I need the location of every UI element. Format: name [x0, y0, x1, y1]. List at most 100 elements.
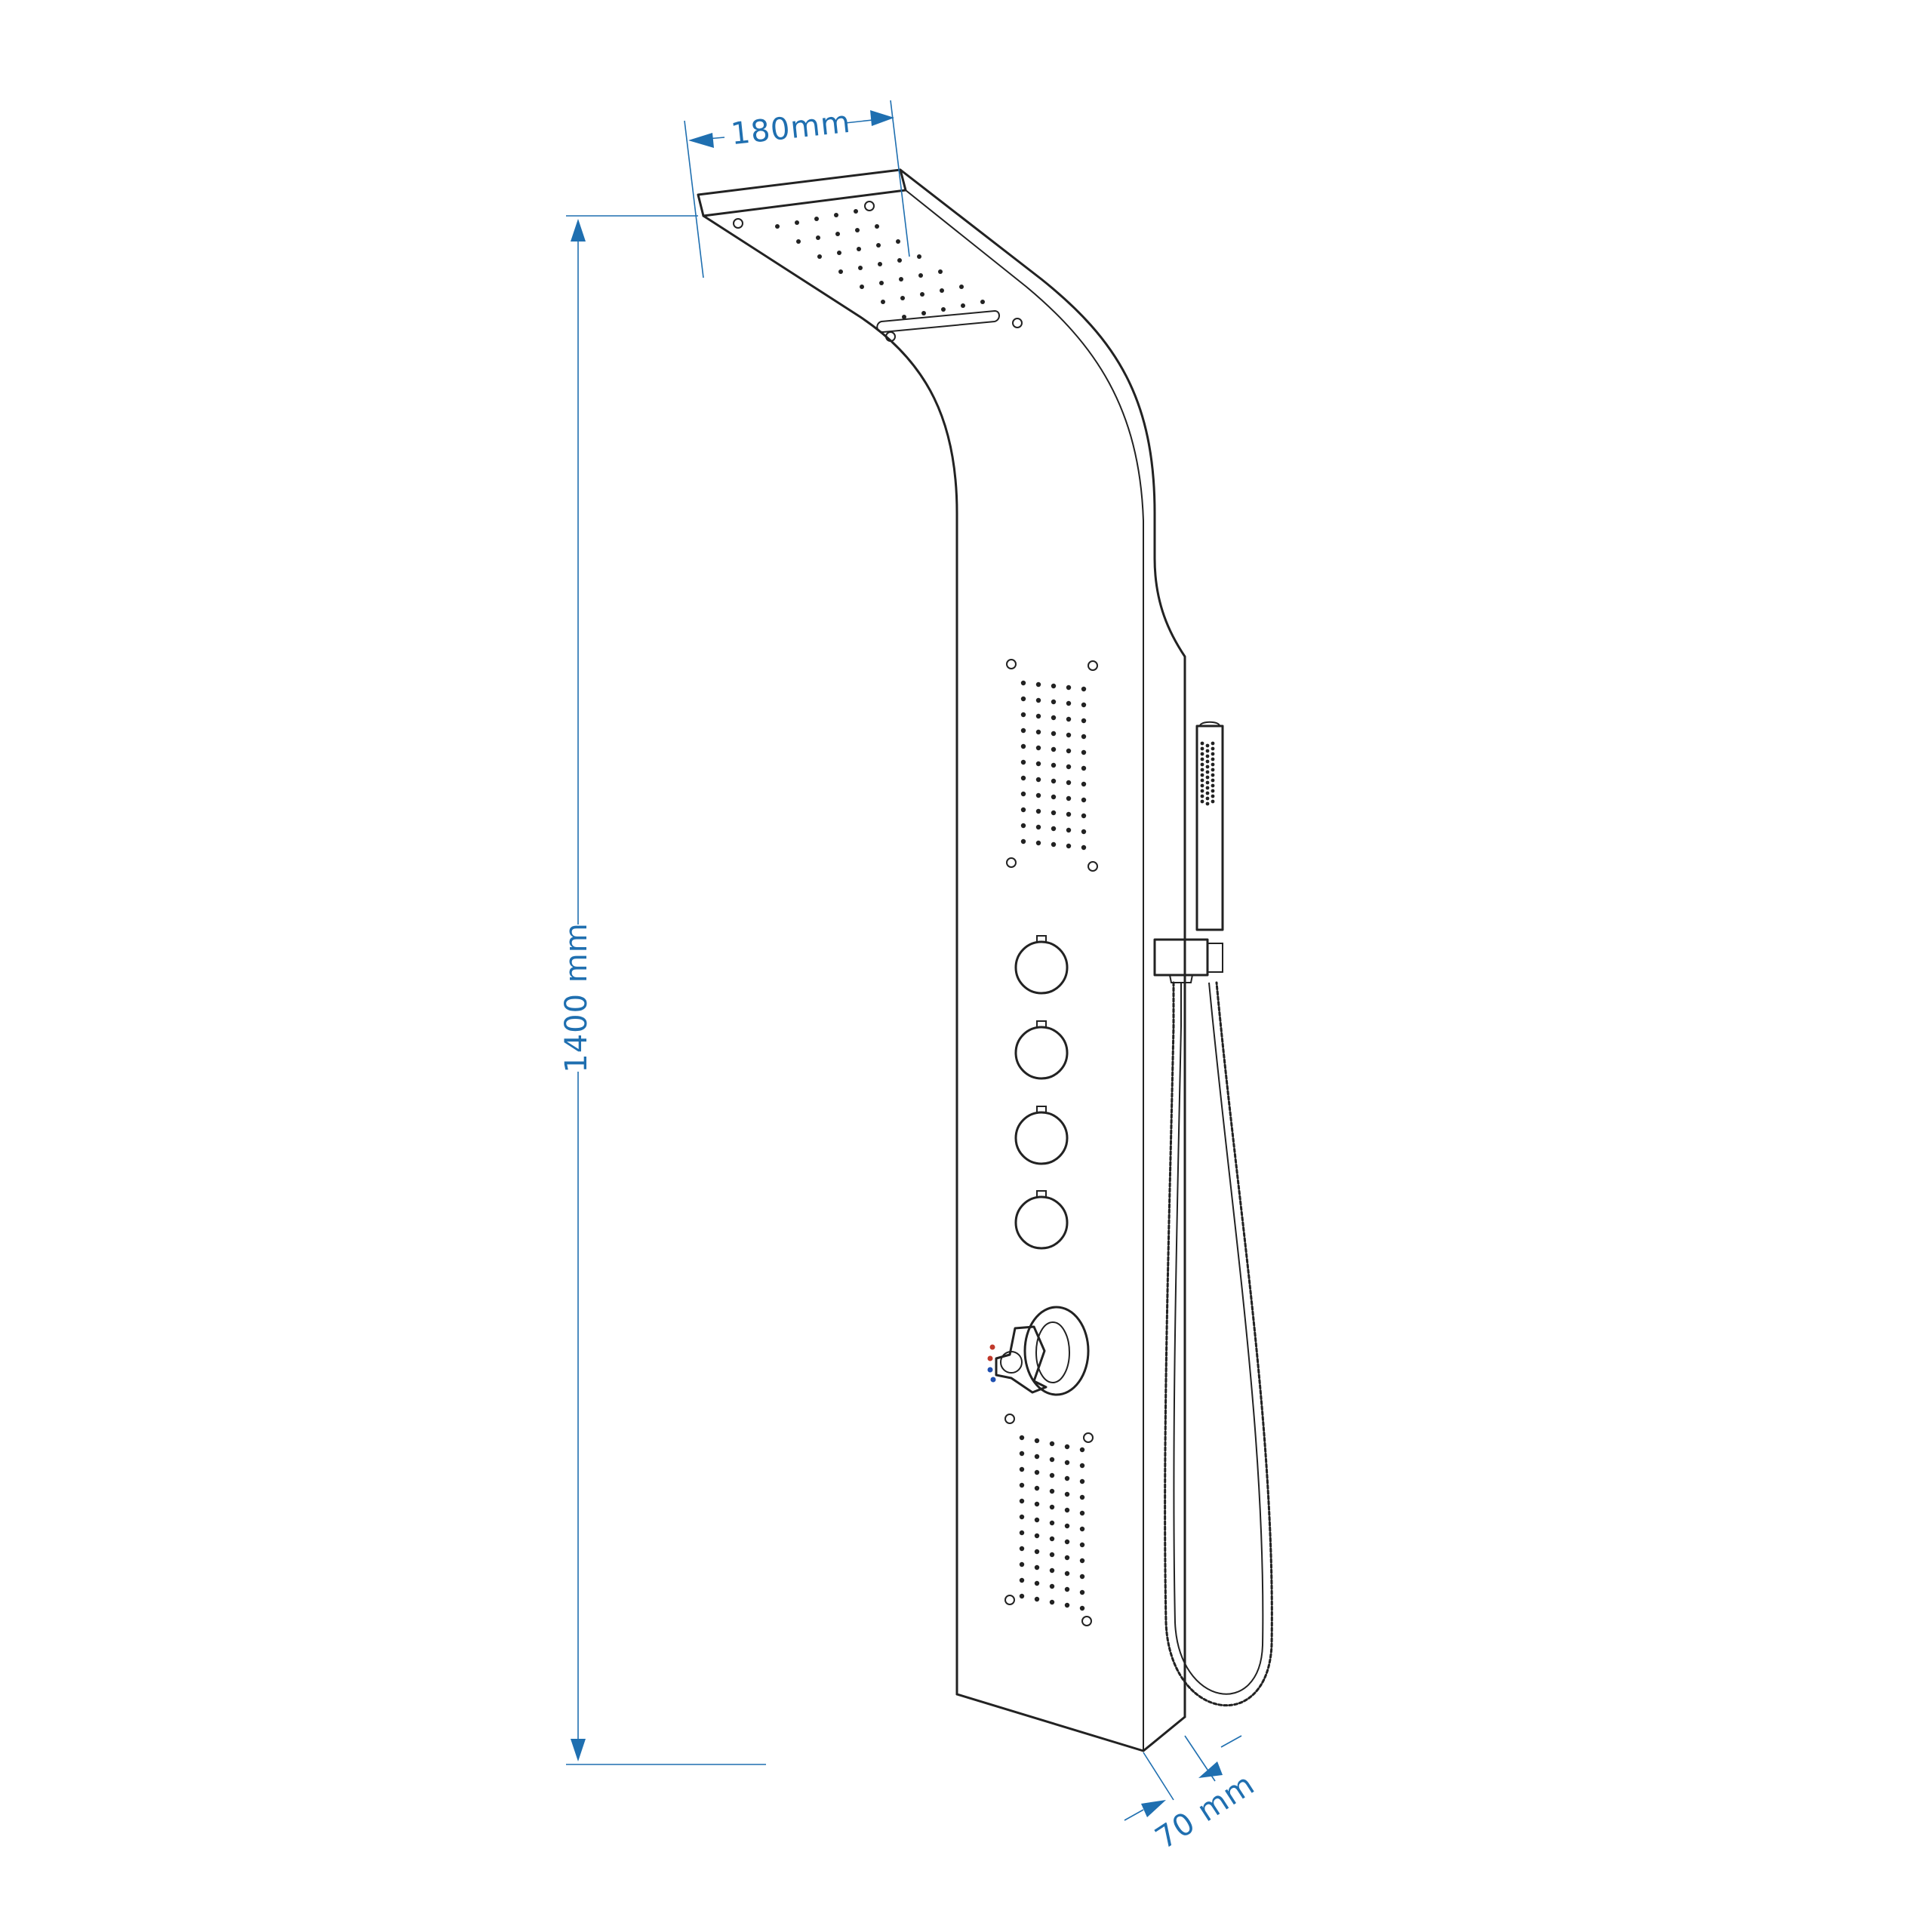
nozzle-dot: [1049, 1520, 1055, 1526]
nozzle-dot: [1049, 1472, 1055, 1478]
nozzle-dot: [980, 300, 985, 304]
depth-label: 70 mm: [1149, 1767, 1261, 1856]
nozzle-dot: [1020, 775, 1026, 781]
panel-bevel-line: [905, 189, 1144, 1751]
nozzle-dot: [1066, 764, 1072, 770]
height-arrow-bottom: [571, 1739, 586, 1761]
rain-head-screw: [864, 201, 875, 211]
nozzle-dot: [1020, 728, 1026, 734]
nozzle-dot: [1051, 778, 1057, 784]
shower-hose: [1164, 981, 1273, 1707]
nozzle-dot: [1035, 697, 1041, 703]
nozzle-dot: [1079, 1510, 1085, 1516]
nozzle-dot: [1205, 796, 1210, 801]
nozzle-dot: [918, 273, 923, 278]
nozzle-dot: [1034, 1454, 1040, 1460]
nozzle-dot: [1035, 713, 1041, 719]
nozzle-dot: [1211, 794, 1215, 798]
nozzle-dot: [1205, 801, 1210, 806]
nozzle-dot: [1211, 789, 1215, 793]
nozzle-dot: [1064, 1507, 1070, 1513]
nozzle-dot: [838, 269, 843, 274]
nozzle-dot: [1081, 686, 1087, 692]
nozzle-dot: [1205, 780, 1210, 785]
nozzle-dot: [1064, 1602, 1070, 1608]
nozzle-dot: [938, 269, 943, 274]
rain-head-top-face: [697, 168, 907, 217]
nozzle-dot: [1035, 792, 1041, 798]
nozzle-dot: [1081, 844, 1087, 851]
nozzle-dot: [1079, 1447, 1085, 1453]
panel-front-edge: [702, 214, 958, 1696]
nozzle-dot: [1079, 1463, 1085, 1469]
nozzle-dot: [1079, 1526, 1085, 1532]
lower-jet-nozzles: [1019, 1435, 1085, 1611]
width-arrow-left: [688, 133, 714, 148]
nozzle-dot: [1066, 748, 1072, 754]
nozzle-dot: [1079, 1589, 1085, 1595]
nozzle-dot: [1200, 752, 1204, 756]
nozzle-dot: [1049, 1457, 1055, 1463]
nozzle-dot: [1205, 770, 1210, 774]
nozzle-dot: [1205, 775, 1210, 780]
jet-panel-screw: [1004, 1595, 1015, 1605]
nozzle-dot: [1034, 1485, 1040, 1491]
nozzle-dot: [1079, 1542, 1085, 1548]
nozzle-dot: [1066, 700, 1072, 706]
nozzle-dot: [1205, 786, 1210, 790]
knob-3: [1014, 1106, 1069, 1165]
cold-marker: [987, 1367, 993, 1373]
nozzle-dot: [1200, 741, 1204, 746]
nozzle-dot: [1066, 811, 1072, 817]
nozzle-dot: [1034, 1596, 1040, 1602]
nozzle-dot: [1019, 1561, 1025, 1567]
nozzle-dot: [1081, 702, 1087, 708]
nozzle-dot: [1200, 778, 1204, 783]
panel-side-edge: [899, 168, 1186, 1718]
nozzle-dot: [1064, 1491, 1070, 1497]
nozzle-dot: [1051, 810, 1057, 816]
nozzle-dot: [1034, 1580, 1040, 1586]
nozzle-dot: [1081, 813, 1087, 819]
nozzle-dot: [1205, 764, 1210, 769]
nozzle-dot: [1034, 1438, 1040, 1444]
hot-marker: [989, 1344, 995, 1350]
nozzle-dot: [1035, 681, 1041, 688]
nozzle-dot: [1064, 1523, 1070, 1529]
nozzle-dot: [1081, 734, 1087, 740]
nozzle-dot: [1200, 799, 1204, 804]
nozzle-dot: [1020, 807, 1026, 813]
hand-shower-nozzles: [1200, 741, 1215, 806]
nozzle-dot: [1200, 746, 1204, 751]
nozzle-dot: [1200, 762, 1204, 767]
nozzle-dot: [1064, 1555, 1070, 1561]
nozzle-dot: [878, 262, 882, 266]
nozzle-dot: [1051, 731, 1057, 737]
nozzle-dot: [1200, 794, 1204, 798]
nozzle-dot: [1019, 1498, 1025, 1504]
nozzle-dot: [1051, 715, 1057, 721]
nozzle-dot: [1211, 799, 1215, 804]
nozzle-dot: [1035, 840, 1041, 846]
nozzle-dot: [816, 235, 820, 240]
nozzle-dot: [1019, 1546, 1025, 1552]
nozzle-dot: [1019, 1435, 1025, 1441]
nozzle-dot: [1064, 1475, 1070, 1481]
width-label: 180mm: [729, 105, 852, 152]
nozzle-dot: [796, 239, 801, 244]
nozzle-dot: [1020, 823, 1026, 829]
nozzle-dot: [835, 232, 840, 236]
nozzle-dot: [1081, 781, 1087, 787]
nozzle-dot: [1020, 838, 1026, 844]
nozzle-dot: [775, 224, 780, 229]
nozzle-dot: [1211, 768, 1215, 772]
nozzle-dot: [1066, 795, 1072, 801]
nozzle-dot: [875, 224, 879, 229]
nozzle-dot: [1081, 829, 1087, 835]
nozzle-dot: [1020, 680, 1026, 686]
nozzle-dot: [1066, 732, 1072, 738]
nozzle-dot: [1200, 757, 1204, 761]
nozzle-dot: [1051, 826, 1057, 832]
jet-panel-screw: [1088, 861, 1098, 872]
